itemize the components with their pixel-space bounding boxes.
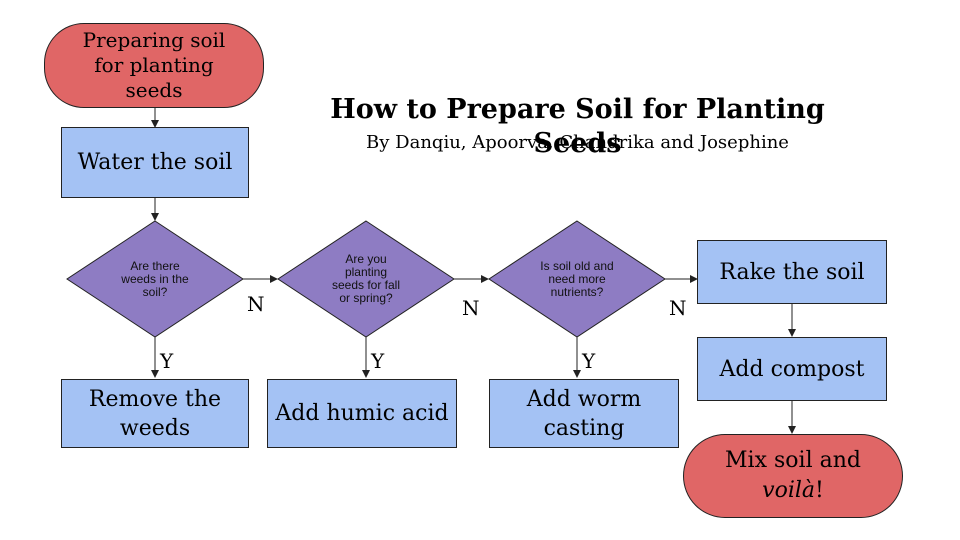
page-subtitle: By Danqiu, Apoorva, Chandrika and Joseph… <box>366 132 789 153</box>
water-soil-node: Water the soil <box>61 127 249 198</box>
add-compost-node: Add compost <box>697 337 887 401</box>
end-node-label: Mix soil and voilà! <box>714 446 872 506</box>
water-soil-label: Water the soil <box>77 150 233 175</box>
edge-label-yes-2: Y <box>371 349 385 373</box>
remove-weeds-node: Remove the weeds <box>61 379 249 448</box>
rake-soil-label: Rake the soil <box>719 259 865 285</box>
edge-label-no-3: N <box>669 296 687 320</box>
end-node-prefix: Mix soil and <box>725 448 861 473</box>
decision-nutrients-label: Is soil old and need more nutrients? <box>540 258 614 299</box>
start-node-label: Preparing soil for planting seeds <box>82 28 226 102</box>
edge-label-yes-1: Y <box>160 349 174 373</box>
decision-planting-label: Are you planting seeds for fall or sprin… <box>331 252 401 305</box>
start-node: Preparing soil for planting seeds <box>44 23 264 108</box>
remove-weeds-label: Remove the weeds <box>88 386 222 441</box>
decision-weeds-label: Are there weeds in the soil? <box>121 258 189 299</box>
end-node-suffix: ! <box>815 478 824 503</box>
edge-label-no-1: N <box>247 292 265 316</box>
page-title: How to Prepare Soil for Planting Seeds <box>330 94 825 159</box>
add-humic-acid-node: Add humic acid <box>267 379 457 448</box>
rake-soil-node: Rake the soil <box>697 240 887 304</box>
add-compost-label: Add compost <box>719 356 865 382</box>
add-worm-casting-label: Add worm casting <box>526 386 642 441</box>
end-node-italic: voilà <box>762 478 816 503</box>
end-node: Mix soil and voilà! <box>683 434 903 518</box>
add-worm-casting-node: Add worm casting <box>489 379 679 448</box>
edge-label-yes-3: Y <box>582 349 596 373</box>
edge-label-no-2: N <box>462 296 480 320</box>
add-humic-acid-label: Add humic acid <box>275 401 449 426</box>
